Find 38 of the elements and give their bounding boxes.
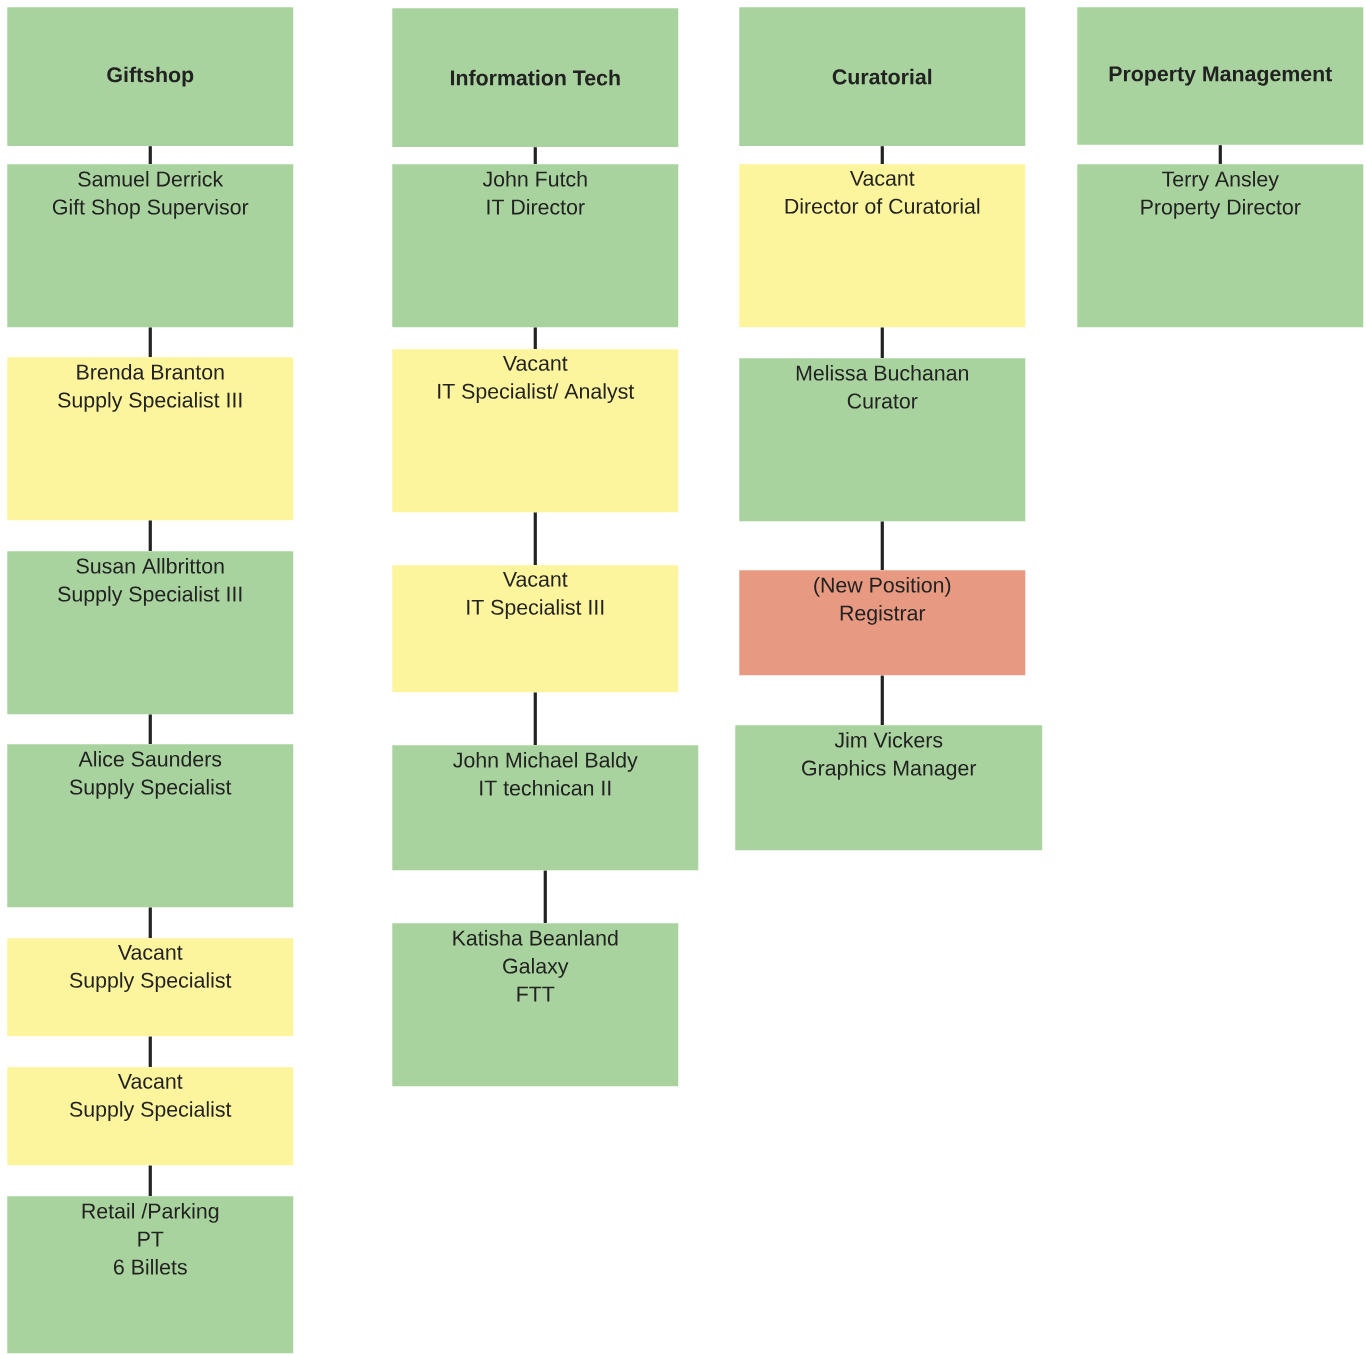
connector-line: [1218, 145, 1222, 164]
position-box: Terry Ansley Property Director: [1077, 164, 1364, 328]
position-box: Brenda Branton Supply Specialist III: [7, 357, 294, 521]
connector-line: [880, 675, 884, 725]
connector-line: [148, 907, 152, 938]
connector-line: [148, 1165, 152, 1196]
position-box: Melissa Buchanan Curator: [739, 358, 1026, 522]
connector-line: [533, 327, 537, 349]
position-box: Alice Saunders Supply Specialist: [7, 744, 294, 908]
connector-line: [543, 870, 547, 923]
connector-line: [880, 327, 884, 358]
connector-line: [148, 1036, 152, 1067]
position-box: Katisha Beanland Galaxy FTT: [392, 923, 679, 1087]
heading-box: Curatorial: [739, 7, 1026, 146]
connector-line: [880, 521, 884, 570]
position-box: Vacant Supply Specialist: [7, 1067, 294, 1166]
position-box: Samuel Derrick Gift Shop Supervisor: [7, 164, 294, 328]
position-box: Vacant Supply Specialist: [7, 938, 294, 1037]
position-box: Retail /Parking PT 6 Billets: [7, 1196, 294, 1354]
position-box: Susan Allbritton Supply Specialist III: [7, 551, 294, 715]
connector-line: [533, 692, 537, 745]
connector-line: [148, 327, 152, 357]
connector-line: [148, 520, 152, 551]
connector-line: [533, 147, 537, 164]
heading-box: Information Tech: [392, 8, 679, 147]
connector-line: [148, 714, 152, 744]
position-box: Vacant IT Specialist/ Analyst: [392, 349, 679, 513]
position-box: (New Position) Registrar: [739, 570, 1026, 676]
position-box: Vacant IT Specialist III: [392, 565, 679, 693]
connector-line: [148, 146, 152, 164]
connector-line: [533, 512, 537, 565]
position-box: Vacant Director of Curatorial: [739, 164, 1026, 328]
position-box: John Michael Baldy IT technican II: [392, 745, 699, 871]
connector-line: [880, 146, 884, 164]
position-box: John Futch IT Director: [392, 164, 679, 328]
heading-box: Property Management: [1077, 7, 1364, 145]
heading-box: Giftshop: [7, 7, 294, 146]
position-box: Jim Vickers Graphics Manager: [735, 725, 1043, 851]
